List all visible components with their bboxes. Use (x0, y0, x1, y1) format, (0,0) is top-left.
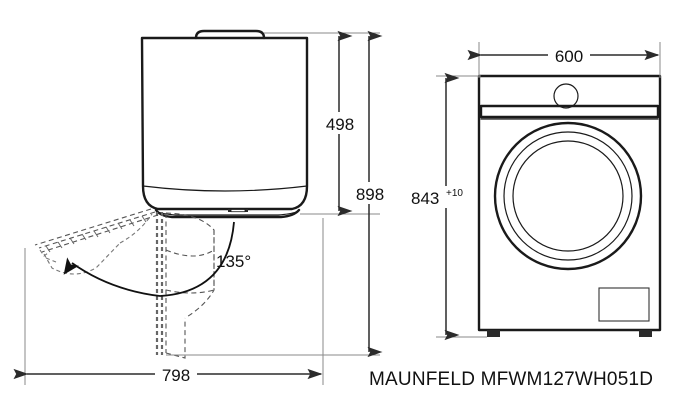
door-outer-ring (493, 121, 643, 271)
door-inner-curve (165, 249, 215, 257)
door-latch-slot (230, 209, 246, 213)
door-middle-ring (503, 131, 633, 261)
door-inner-ring (512, 140, 624, 252)
door-open-hatch-band (34, 208, 152, 246)
door-open-body-2 (119, 213, 153, 244)
dim-label-843-tolerance: +10 (446, 188, 463, 199)
front-view-dimensions: 600 843 +10 (407, 42, 661, 341)
dim-label-600: 600 (555, 47, 583, 66)
door-body-projection (165, 212, 215, 319)
door-open-tip (39, 249, 49, 257)
dim-label-843: 843 (411, 189, 439, 208)
dim-label-bg-498 (325, 112, 355, 134)
dim-label-bg-798 (155, 363, 197, 385)
foot-left (487, 330, 500, 337)
front-cabinet-outline (477, 74, 662, 332)
side-view-dimensions: 498 898 798 (13, 30, 387, 385)
door-open-body (43, 242, 121, 275)
model-caption: MAUNFELD MFWM127WH051D (369, 369, 653, 390)
door-swing-arc (63, 221, 235, 297)
base-plinth (154, 208, 301, 219)
filter-access-panel (598, 287, 650, 322)
door-open-hatch-ticks (45, 215, 147, 253)
control-panel (479, 104, 660, 119)
front-view-group (477, 74, 662, 337)
dim-label-498: 498 (326, 115, 354, 134)
side-view-group: 135° (34, 29, 309, 359)
door-closed-footprint (165, 318, 186, 359)
foot-right (639, 330, 652, 337)
dim-label-bg-600 (548, 44, 590, 66)
door-open-outline-2 (41, 214, 159, 253)
cabinet-outline (140, 36, 309, 211)
angle-label-135: 135° (216, 252, 251, 271)
dim-label-bg-898 (353, 182, 387, 204)
dim-label-798: 798 (162, 366, 190, 385)
cabinet-skirt-line (142, 185, 308, 192)
lid-protrusion (194, 29, 266, 40)
program-knob-icon (553, 83, 579, 109)
door-open-inner (45, 257, 57, 263)
dim-label-898: 898 (356, 185, 384, 204)
dim-label-bg-843 (407, 186, 476, 208)
door-lower-edge (165, 289, 215, 294)
door-open-outline (38, 211, 156, 249)
